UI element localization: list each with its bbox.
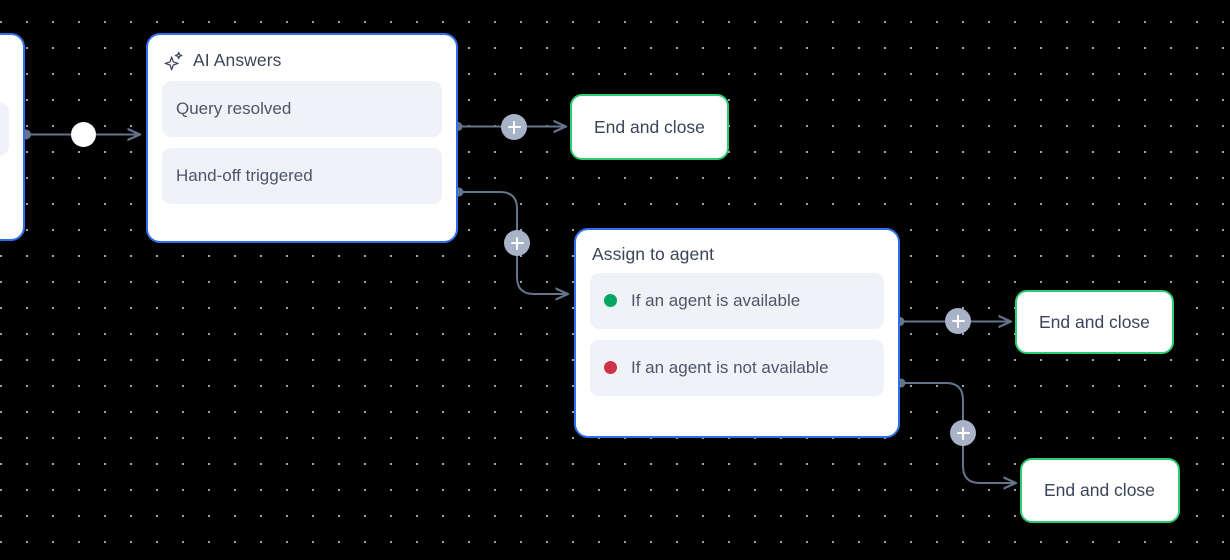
branch-row-agent-not-available[interactable]: If an agent is not available — [590, 339, 884, 396]
add-step-button-agent-available[interactable] — [945, 308, 971, 334]
row-label: If an agent is not available — [631, 357, 829, 377]
branch-row-agent-available[interactable]: If an agent is available — [590, 272, 884, 329]
node-end-and-close-3[interactable]: End and close — [1020, 458, 1180, 523]
node-title: End and close — [1039, 311, 1150, 332]
branch-row-query-resolved[interactable]: Query resolved — [162, 81, 442, 137]
edge-junction-node[interactable] — [71, 122, 96, 147]
branch-row-hand-off-triggered[interactable]: Hand-off triggered — [162, 148, 442, 204]
list-item[interactable] — [0, 103, 9, 155]
node-header: Assign to agent — [590, 242, 884, 273]
node-end-and-close-2[interactable]: End and close — [1015, 290, 1174, 354]
node-assign-to-agent[interactable]: Assign to agent If an agent is available… — [574, 228, 900, 438]
node-title: AI Answers — [193, 50, 282, 71]
add-step-button-query-resolved[interactable] — [501, 114, 527, 140]
node-ai-answers[interactable]: AI Answers Query resolved Hand-off trigg… — [146, 33, 458, 243]
status-dot-unavailable — [604, 361, 617, 374]
sparkle-icon — [164, 51, 184, 71]
add-step-button-agent-not-available[interactable] — [950, 420, 976, 446]
status-dot-available — [604, 294, 617, 307]
node-title: Assign to agent — [592, 244, 715, 264]
row-label: Query resolved — [176, 99, 292, 118]
row-label: Hand-off triggered — [176, 166, 313, 185]
node-end-and-close-1[interactable]: End and close — [570, 94, 729, 160]
node-title: End and close — [594, 116, 705, 137]
node-header: AI Answers — [162, 47, 442, 81]
clipped-card-left[interactable] — [0, 33, 25, 241]
row-label: If an agent is available — [631, 290, 801, 310]
add-step-button-hand-off-triggered[interactable] — [504, 230, 530, 256]
node-title: End and close — [1044, 480, 1155, 500]
